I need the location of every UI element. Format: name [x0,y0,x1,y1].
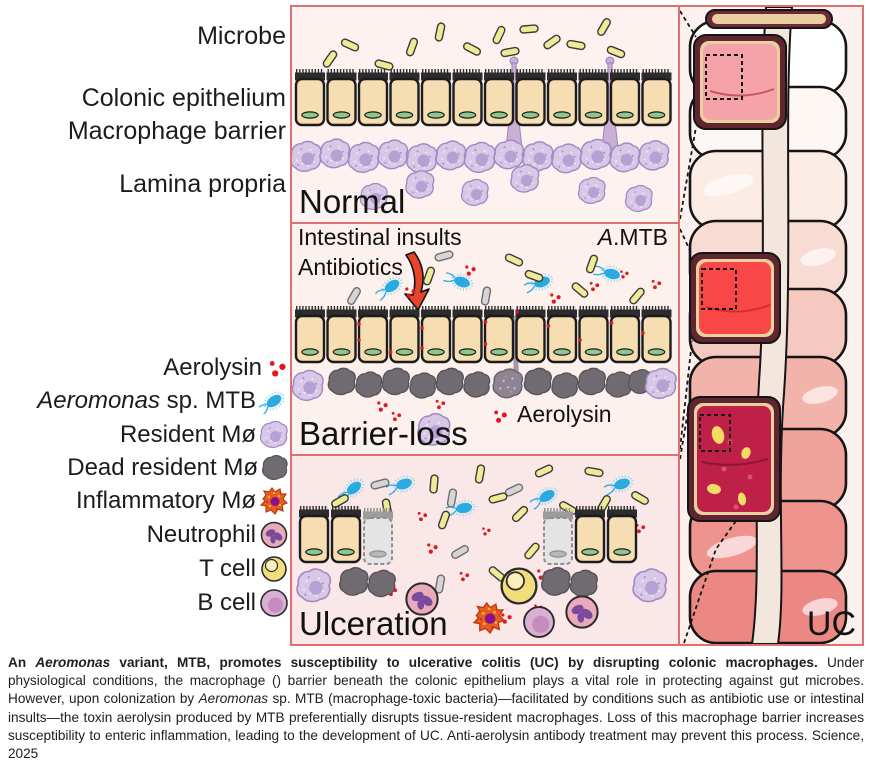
aerolysin-between-cells [357,310,645,354]
microbes [321,16,627,72]
panel-ulceration: Ulceration [290,454,680,646]
dead-macrophage-row [292,368,676,400]
resident-macrophage-icon [259,420,289,450]
ulceration-title: Ulceration [299,605,448,643]
uc-colon-illustration [680,7,848,644]
t-cell-icon [261,556,287,582]
antibiotics-label: Antibiotics [298,254,403,280]
neutrophil-icon [260,521,288,549]
ulcer-spots [707,426,751,506]
epithelium-remnant-left [297,506,395,566]
legend-label: B cell [197,589,256,616]
dead-macrophages [340,568,598,597]
cutaway-inflamed [689,252,781,344]
label-colonic-epithelium: Colonic epithelium [81,84,286,112]
caption-bold: An [8,655,36,670]
normal-title: Normal [299,183,406,221]
epithelium-row [295,308,672,362]
inflammatory-macrophage-icon [260,487,288,515]
legend-item-aerolysin: Aerolysin [163,352,289,384]
legend-item-dead-macrophage: Dead resident Mø [67,452,289,484]
left-label-column: Microbe Colonic epithelium Macrophage ba… [0,0,290,650]
barrier-loss-title: Barrier-loss [299,415,468,453]
cutaway-ulcerated [687,396,781,522]
cutaway-normal [693,34,787,130]
aerolysin-label: Aerolysin [517,401,612,427]
epithelium-remnant-right [541,506,639,566]
caption-bold-italic: Aeromonas [35,655,111,670]
panel-uc-colon: UC [678,5,864,646]
label-lamina-propria: Lamina propria [119,170,286,198]
figure-caption: An Aeromonas variant, MTB, promotes susc… [8,655,864,762]
legend-item-b-cell: B cell [197,587,289,619]
legend-label: Inflammatory Mø [75,487,256,514]
legend-item-resident-macrophage: Resident Mø [120,419,289,451]
label-macrophage-barrier: Macrophage barrier [67,117,286,145]
panel-barrier-loss: Intestinal insults A.MTB Antibiotics Aer… [290,222,680,456]
caption-body: Under physiological conditions, the macr… [8,655,864,707]
label-microbe: Microbe [197,22,286,50]
legend-item-aeromonas-mtb: Aeromonas sp. MTB [37,385,289,417]
panel-normal: Normal [290,5,680,224]
legend-label: Dead resident Mø [67,454,258,481]
legend-label: Aerolysin [163,354,262,381]
dead-macrophage-icon [261,454,289,482]
legend-label: Resident Mø [119,421,256,448]
barrier-loss-panel-illustration [292,249,678,454]
legend-label: T cell [199,555,256,582]
aeromonas-mtb-icon [259,388,288,414]
aerolysin-icon [269,361,286,377]
panel-connector-lines [680,10,737,644]
uc-title: UC [806,605,856,643]
legend-label: Neutrophil [146,521,256,548]
legend-label-italic: Aeromonas [37,387,160,414]
legend-item-neutrophil: Neutrophil [147,519,289,551]
legend-label: sp. MTB [159,387,256,414]
b-cell-icon [260,589,288,617]
caption-body-italic: Aeromonas [198,691,269,707]
legend-item-inflammatory-macrophage: Inflammatory Mø [76,485,289,517]
amtb-label: A.MTB [597,224,668,250]
legend-item-t-cell: T cell [199,553,289,585]
intestinal-insults-label: Intestinal insults [298,224,462,250]
epithelium-row [295,71,672,125]
